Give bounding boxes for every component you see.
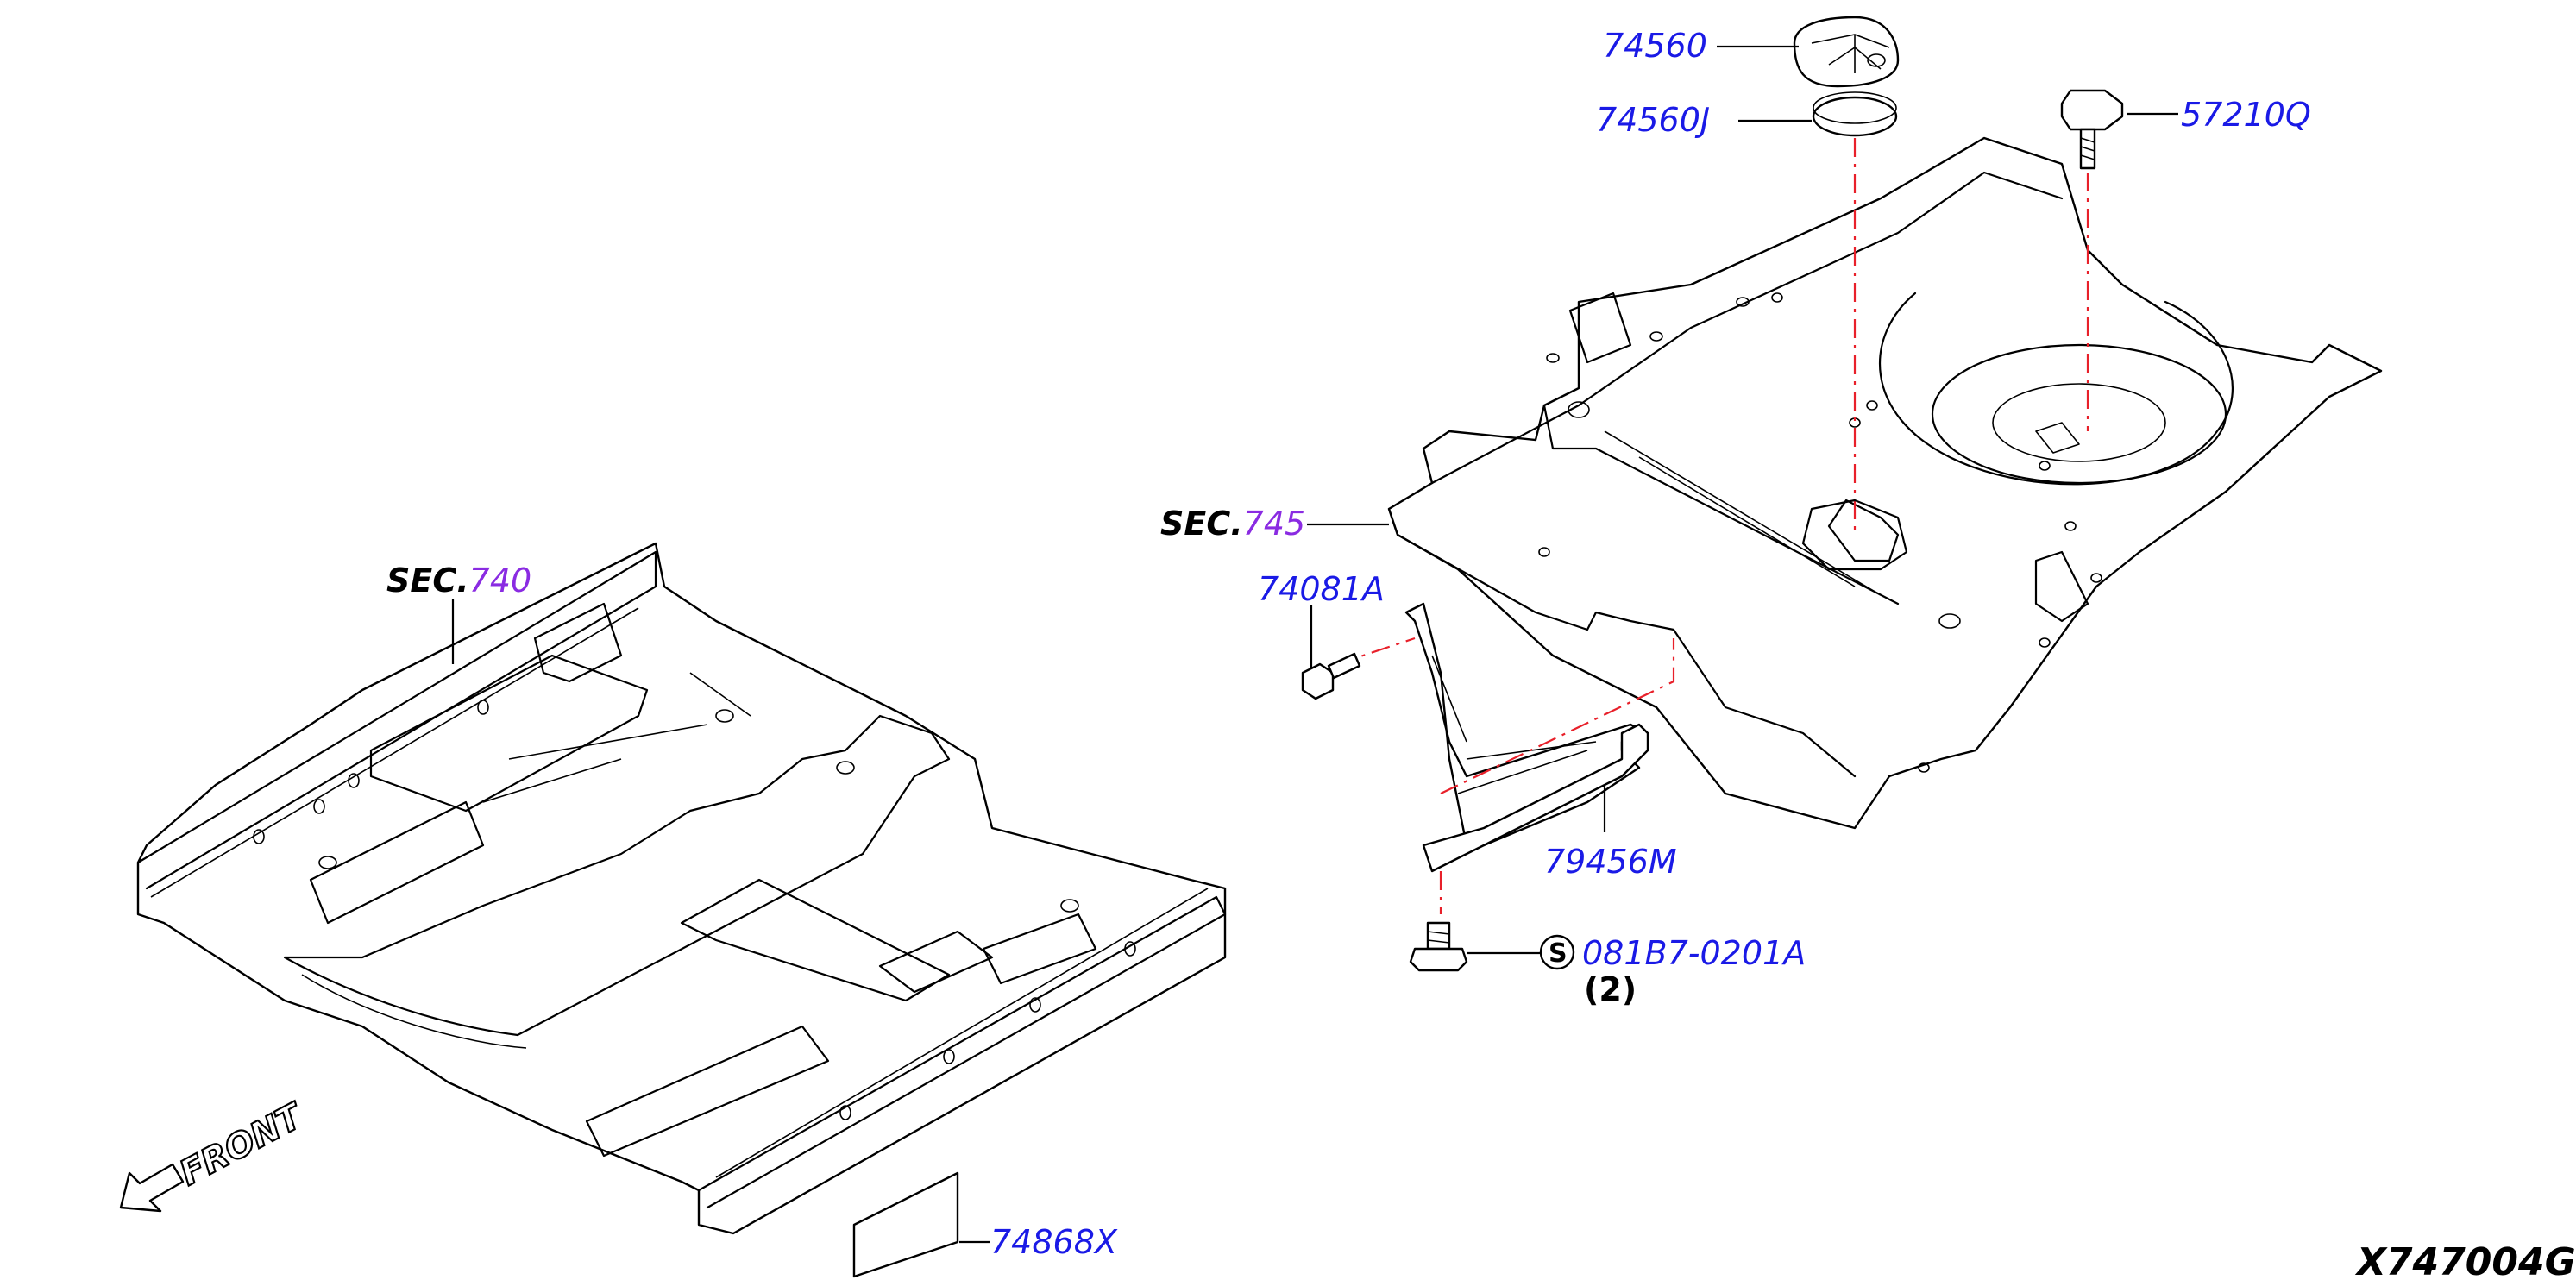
gasket-74560J[interactable]: [1812, 91, 1898, 137]
label-74560J[interactable]: 74560J: [1596, 101, 1710, 139]
clip-74868X[interactable]: [852, 1171, 959, 1278]
bolt-57210Q[interactable]: [2060, 89, 2124, 170]
label-front: FRONT: [173, 1095, 311, 1194]
sec-prefix-740: SEC.: [386, 562, 469, 599]
drawing-code: X747004G: [2354, 1240, 2576, 1280]
label-quantity: (2): [1584, 970, 1637, 1008]
bracket-79456M[interactable]: [1404, 602, 1649, 873]
s-mark-text: S: [1549, 938, 1568, 969]
sec-prefix-745: SEC.: [1160, 505, 1243, 543]
leader-lines: [451, 45, 2178, 1244]
rear-floor-panel[interactable]: [1387, 136, 2383, 830]
fuel-cover-74560[interactable]: [1793, 16, 1900, 88]
label-081B7-0201A[interactable]: 081B7-0201A: [1582, 934, 1806, 972]
sec-number-745: 745: [1243, 505, 1306, 543]
label-sec-745[interactable]: SEC.745: [1160, 505, 1305, 543]
front-floor-panel[interactable]: [136, 542, 1227, 1235]
opening-74560: [1801, 499, 1908, 571]
label-57210Q[interactable]: 57210Q: [2181, 96, 2311, 134]
bolt-74081A[interactable]: [1301, 652, 1361, 700]
arrow-left-down-icon: [119, 1163, 185, 1213]
label-74081A[interactable]: 74081A: [1258, 570, 1385, 608]
label-74868X[interactable]: 74868X: [990, 1223, 1118, 1261]
label-74560[interactable]: 74560: [1603, 27, 1707, 65]
label-sec-740[interactable]: SEC.740: [386, 562, 531, 599]
sec-number-740: 740: [469, 562, 532, 599]
label-79456M[interactable]: 79456M: [1544, 843, 1677, 881]
centerline-bracket-rail: [1440, 638, 1675, 794]
circled-s-icon: S: [1539, 934, 1575, 970]
bolt-081B7-0201A[interactable]: [1409, 921, 1468, 972]
